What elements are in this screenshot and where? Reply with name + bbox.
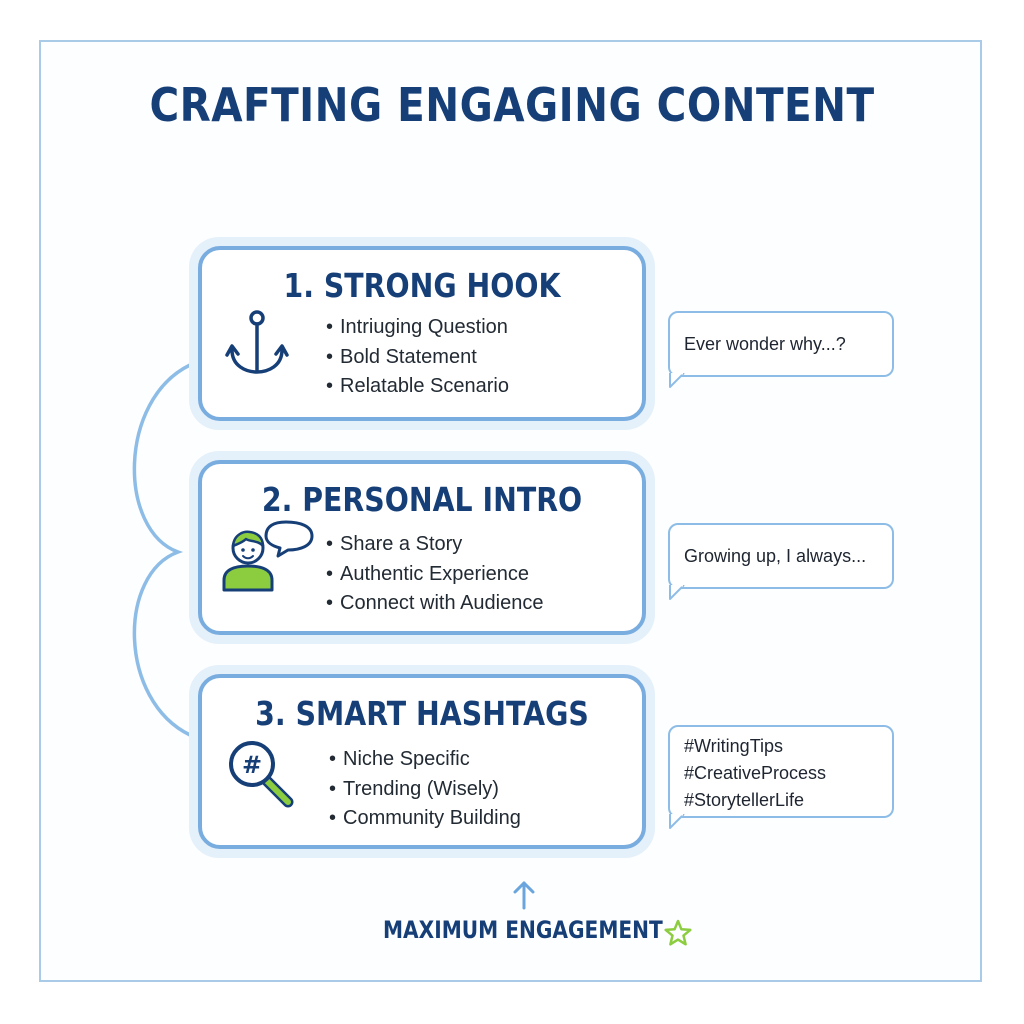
svg-text:#: # [242,751,262,779]
star-icon [664,919,692,946]
bubble-tail [669,373,685,388]
person-speech-icon [222,520,314,592]
page-title: CRAFTING ENGAGING CONTENT [149,78,875,132]
arrow-up-icon [513,881,535,910]
example-bubble-hashtags: #WritingTips #CreativeProcess #Storytell… [668,725,894,829]
step-card-personal-intro: 2. PERSONAL INTRO Share a Story Authenti… [189,451,655,644]
list-item: Share a Story [326,530,543,560]
step-title: 1. STRONG HOOK [283,266,561,305]
anchor-icon [225,310,289,374]
step-title: 3. SMART HASHTAGS [255,694,589,733]
list-item: Community Building [329,804,521,834]
list-item: Trending (Wisely) [329,775,521,805]
step-bullet-list: Niche Specific Trending (Wisely) Communi… [329,745,521,834]
list-item: Intriuging Question [326,313,509,343]
hashtag-list: #WritingTips #CreativeProcess #Storytell… [684,733,826,814]
list-item: #CreativeProcess [684,763,827,783]
list-item: #WritingTips [684,736,784,756]
bubble-tail [669,585,685,600]
hashtag-search-icon: # [229,741,294,808]
list-item: Authentic Experience [326,560,543,590]
list-item: Bold Statement [326,343,509,373]
step-bullet-list: Intriuging Question Bold Statement Relat… [326,313,509,402]
step-card-smart-hashtags: 3. SMART HASHTAGS # Niche Specific Trend… [189,665,655,858]
step-card-strong-hook: 1. STRONG HOOK Intriuging Question Bold … [189,237,655,430]
list-item: Connect with Audience [326,589,543,619]
example-bubble-hook: Ever wonder why...? [668,311,894,388]
list-item: Niche Specific [329,745,521,775]
bubble-text: Ever wonder why...? [684,334,846,354]
bubble-text: Growing up, I always... [684,546,867,566]
list-item: Relatable Scenario [326,372,509,402]
list-item: #StorytellerLife [684,790,805,810]
step-title: 2. PERSONAL INTRO [261,480,583,519]
step-bullet-list: Share a Story Authentic Experience Conne… [326,530,543,619]
example-bubble-intro: Growing up, I always... [668,523,894,600]
bubble-tail [669,814,685,829]
footer-label: MAXIMUM ENGAGEMENT [383,916,663,944]
